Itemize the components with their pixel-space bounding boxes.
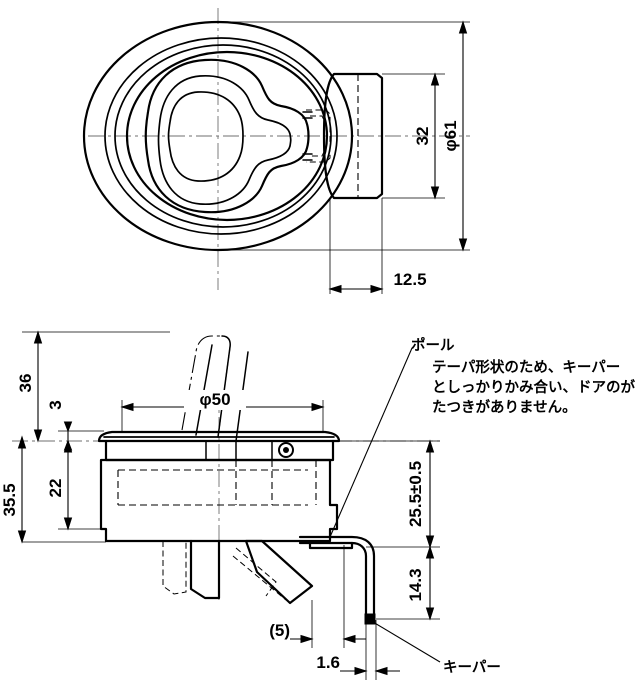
arrow-phi50-right [311,402,325,412]
dim-label-cam-block-height: 32 [413,127,432,146]
note-line-2: としっかりかみ合い、ドアのが [432,378,635,396]
leader-line-keeper [372,621,441,663]
dim-label-body-depth: 22 [46,479,65,498]
arrow-32-bottom [430,186,440,200]
arrow-22-top [63,439,73,453]
spindle-hidden-outline [306,109,331,163]
arrow-36-bottom [33,429,43,443]
dim-label-flange-diameter: φ50 [199,390,230,409]
recess-dish-circle [125,50,329,222]
arrow-35p5-top [17,435,27,449]
arrow-phi61-top [458,20,468,34]
arrow-phi61-bottom [458,238,468,252]
arrow-35p5-bottom [17,530,27,544]
dim-label-keeper-offset: 25.5±0.5 [406,461,425,527]
t-handle-bulb [167,91,244,182]
arrow-14p3-top [425,545,435,559]
phi50-label-backdrop [184,390,246,410]
pivot-screw-inner [283,447,289,453]
dim-label-total-depth: 35.5 [0,483,19,516]
arrow-12p5-left [328,284,342,294]
arrow-22-bottom [63,517,73,531]
arrow-25p5-bottom [425,535,435,549]
dim-label-outer-diameter: φ61 [441,120,460,151]
t-handle-knob [144,58,310,214]
dim-label-keeper-gap: (5) [269,621,290,640]
keeper-tip [364,613,376,625]
section-view: 36 35.5 3 22 φ50 25.5±0.5 [0,330,635,680]
dim-label-keeper-height: 14.3 [406,568,425,601]
pawl-wedge [244,539,314,605]
body-housing [99,458,339,543]
leader-line-pawl [329,347,413,538]
arrow-3-top [63,421,73,433]
label-pawl: ポール [411,336,455,354]
spindle-hidden-inner [310,115,325,157]
arrow-32-top [430,72,440,86]
rim-ring-inner [114,44,332,228]
t-handle-inner-relief [157,75,292,205]
pawl-hidden-stem [162,541,187,595]
pawl-wedge-hidden [235,547,277,597]
dim-label-keeper-thickness: 1.6 [316,653,340,672]
arrow-14p3-bottom [425,607,435,621]
arrow-12p5-right [370,284,384,294]
dim-label-overall-depth: 36 [16,374,35,393]
keeper-top-edge [298,541,354,550]
arrow-1p6-left [354,666,368,676]
arrow-36-top [33,330,43,344]
top-view: φ61 32 12.5 [82,8,470,294]
note-line-3: たつきがありません。 [432,398,577,416]
pivot-screw-outer [278,442,294,458]
rim-ring-outer [104,37,338,235]
pawl-stem [189,539,221,600]
note-line-1: テーパ形状のため、キーパー [432,358,620,376]
pawl-wedge-hidden-b [232,555,287,601]
arrow-1p6-right [374,666,388,676]
outer-rim-circle [82,20,354,252]
arrow-5-left [300,634,314,644]
label-keeper: キーパー [443,659,501,676]
handle-raised-edge [217,335,231,438]
dim-label-cam-block-depth: 12.5 [393,270,426,289]
arrow-5-right [342,634,356,644]
dim-label-flange-thickness: 3 [46,400,65,409]
arrow-phi50-left [120,402,134,412]
flange-plate [97,430,341,443]
arrow-25p5-top [425,439,435,453]
